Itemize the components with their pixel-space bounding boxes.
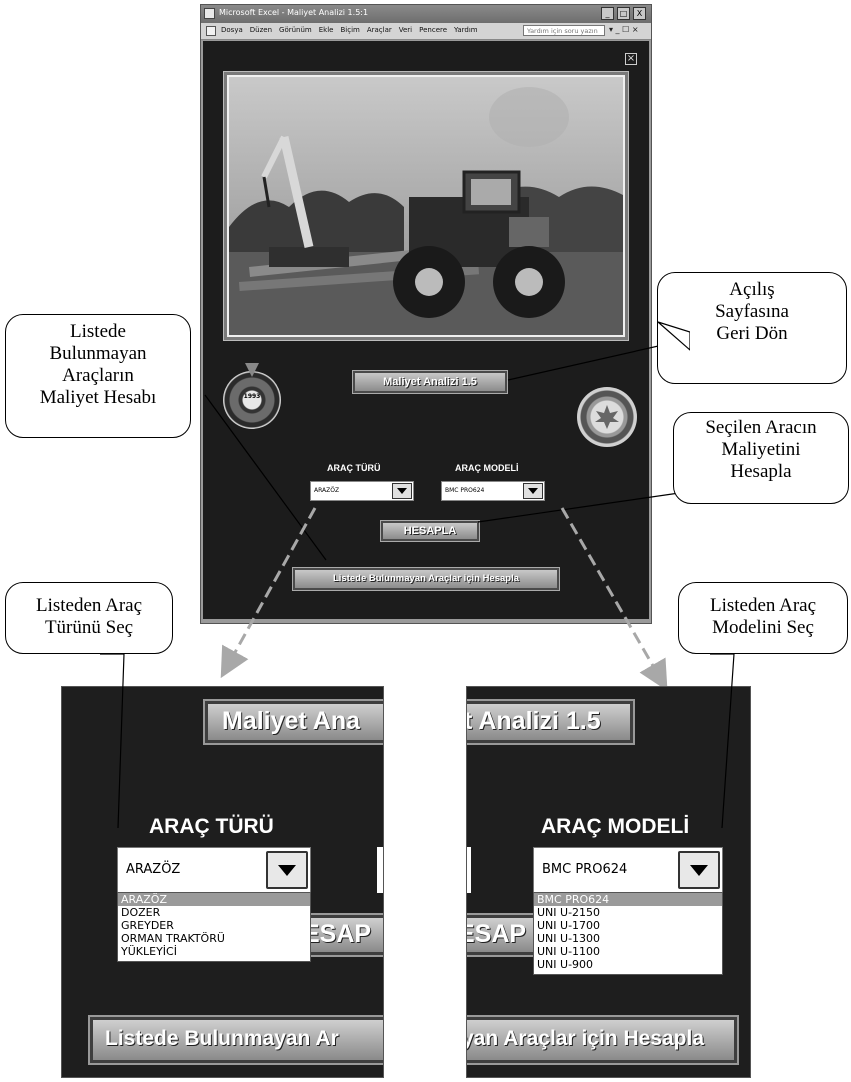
callout-opening-page: Açılış Sayfasına Geri Dön <box>657 272 847 384</box>
list-item[interactable]: GREYDER <box>121 919 174 932</box>
zoom-hesapla-button[interactable]: ESAP <box>290 913 383 957</box>
list-item[interactable]: ORMAN TRAKTÖRÜ <box>121 932 225 945</box>
userform: × <box>203 41 649 619</box>
list-item[interactable]: UNI U-1100 <box>537 945 601 958</box>
form-close-button[interactable]: × <box>625 53 637 65</box>
arac-modeli-label: ARAÇ MODELİ <box>455 463 519 473</box>
callout-line: Araçların <box>62 365 134 386</box>
opening-page-button[interactable]: Maliyet Analizi 1.5 <box>352 370 508 394</box>
forestry-machine-photo <box>227 75 625 337</box>
chevron-down-icon[interactable] <box>392 483 412 499</box>
callout-unlisted-cost: Listede Bulunmayan Araçların Maliyet Hes… <box>5 314 191 438</box>
right-faculty-seal <box>577 387 637 447</box>
callout-line: Açılış <box>729 279 775 300</box>
menu-ekle[interactable]: Ekle <box>318 26 334 34</box>
callout-line: Listeden Araç <box>35 595 143 616</box>
excel-icon <box>204 8 215 19</box>
zoom-unlisted-button[interactable]: Listede Bulunmayan Ar <box>88 1015 383 1065</box>
menu-araclar[interactable]: Araçlar <box>366 26 392 34</box>
chevron-down-icon[interactable] <box>678 851 720 889</box>
list-item[interactable]: ARAZÖZ <box>118 893 310 906</box>
menu-bar: Dosya Düzen Görünüm Ekle Biçim Araçlar Veri Pen… <box>201 23 651 40</box>
left-university-seal: 1993 <box>223 363 281 429</box>
zoom-hesapla-button[interactable]: ESAP <box>467 913 539 957</box>
arac-modeli-dropdown-list[interactable]: BMC PRO624 UNI U-2150 UNI U-1700 UNI U-1… <box>533 892 723 975</box>
callout-line: Maliyetini <box>721 439 801 460</box>
zoom-arac-turu-value: ARAZÖZ <box>126 862 181 877</box>
chevron-down-icon[interactable] <box>266 851 308 889</box>
photo-frame <box>223 71 629 341</box>
hesapla-button[interactable]: HESAPLA <box>380 520 480 542</box>
adjacent-combobox-edge <box>377 847 383 893</box>
excel-window: Microsoft Excel - Maliyet Analizi 1.5:1 … <box>200 4 652 624</box>
menu-yardim[interactable]: Yardım <box>454 26 478 34</box>
seal-pin-icon <box>245 363 259 377</box>
callout-line: Seçilen Aracın <box>705 417 817 438</box>
callout-line: Listeden Araç <box>709 595 817 616</box>
callout-line: Sayfasına <box>715 301 789 322</box>
zoom-panel-type: Maliyet Ana ARAÇ TÜRÜ ARAZÖZ ESAP ARAZÖZ… <box>61 686 384 1078</box>
zoom-opening-button[interactable]: t Analizi 1.5 <box>467 699 635 745</box>
list-item[interactable]: YÜKLEYİCİ <box>121 945 177 958</box>
unlisted-vehicles-button[interactable]: Listede Bulunmayan Araçlar için Hesapla <box>292 567 560 591</box>
arac-turu-dropdown-list[interactable]: ARAZÖZ DOZER GREYDER ORMAN TRAKTÖRÜ YÜKL… <box>117 892 311 962</box>
callout-line: Türünü Seç <box>44 617 134 638</box>
list-item[interactable]: UNI U-2150 <box>537 906 601 919</box>
menu-duzen[interactable]: Düzen <box>249 26 273 34</box>
zoom-arac-modeli-label: ARAÇ MODELİ <box>541 815 690 838</box>
zoom-panel-model: t Analizi 1.5 ARAÇ MODELİ BMC PRO624 ESA… <box>466 686 751 1078</box>
workbook-icon[interactable] <box>206 26 216 36</box>
seal-year: 1993 <box>243 393 261 400</box>
arac-modeli-value: BMC PRO624 <box>445 487 485 494</box>
workbook-controls[interactable]: ▾ _ ☐ × <box>609 25 639 34</box>
list-item[interactable]: DOZER <box>121 906 161 919</box>
maximize-button[interactable]: □ <box>617 7 630 20</box>
zoom-arac-modeli-value: BMC PRO624 <box>542 862 628 877</box>
callout-tail <box>657 321 690 351</box>
callout-line: Hesapla <box>730 461 792 482</box>
callout-select-type: Listeden Araç Türünü Seç <box>5 582 173 654</box>
arac-turu-label: ARAÇ TÜRÜ <box>327 463 381 473</box>
close-window-button[interactable]: X <box>633 7 646 20</box>
callout-select-model: Listeden Araç Modelini Seç <box>678 582 848 654</box>
menu-gorunum[interactable]: Görünüm <box>279 26 312 34</box>
list-item[interactable]: UNI U-900 <box>537 958 594 971</box>
callout-calculate: Seçilen Aracın Maliyetini Hesapla <box>673 412 849 504</box>
menu-pencere[interactable]: Pencere <box>419 26 448 34</box>
arac-modeli-combobox[interactable]: BMC PRO624 <box>441 481 545 501</box>
minimize-button[interactable]: _ <box>601 7 614 20</box>
list-item[interactable]: UNI U-1700 <box>537 919 601 932</box>
zoom-opening-button[interactable]: Maliyet Ana <box>203 699 383 745</box>
chevron-down-icon[interactable] <box>523 483 543 499</box>
callout-line: Geri Dön <box>716 323 788 344</box>
zoom-unlisted-button[interactable]: yan Araçlar için Hesapla <box>467 1015 739 1065</box>
callout-line: Listede <box>70 321 126 342</box>
callout-line: Maliyet Hesabı <box>39 387 157 408</box>
menu-veri[interactable]: Veri <box>398 26 413 34</box>
window-title: Microsoft Excel - Maliyet Analizi 1.5:1 <box>219 8 369 17</box>
adjacent-combobox-edge <box>467 847 471 893</box>
arac-turu-value: ARAZÖZ <box>314 487 340 494</box>
help-search-input[interactable]: Yardım için soru yazın <box>523 25 605 36</box>
title-bar: Microsoft Excel - Maliyet Analizi 1.5:1 … <box>201 5 651 23</box>
callout-line: Bulunmayan <box>49 343 147 364</box>
leaf-icon <box>595 405 619 429</box>
callout-line: Modelini Seç <box>712 617 814 638</box>
arac-turu-combobox[interactable]: ARAZÖZ <box>310 481 414 501</box>
zoom-arac-turu-label: ARAÇ TÜRÜ <box>149 815 274 838</box>
menu-bicim[interactable]: Biçim <box>340 26 360 34</box>
list-item[interactable]: UNI U-1300 <box>537 932 601 945</box>
menu-dosya[interactable]: Dosya <box>221 26 243 34</box>
zoom-arac-turu-combobox[interactable]: ARAZÖZ <box>117 847 311 893</box>
list-item[interactable]: BMC PRO624 <box>534 893 722 906</box>
zoom-arac-modeli-combobox[interactable]: BMC PRO624 <box>533 847 723 893</box>
